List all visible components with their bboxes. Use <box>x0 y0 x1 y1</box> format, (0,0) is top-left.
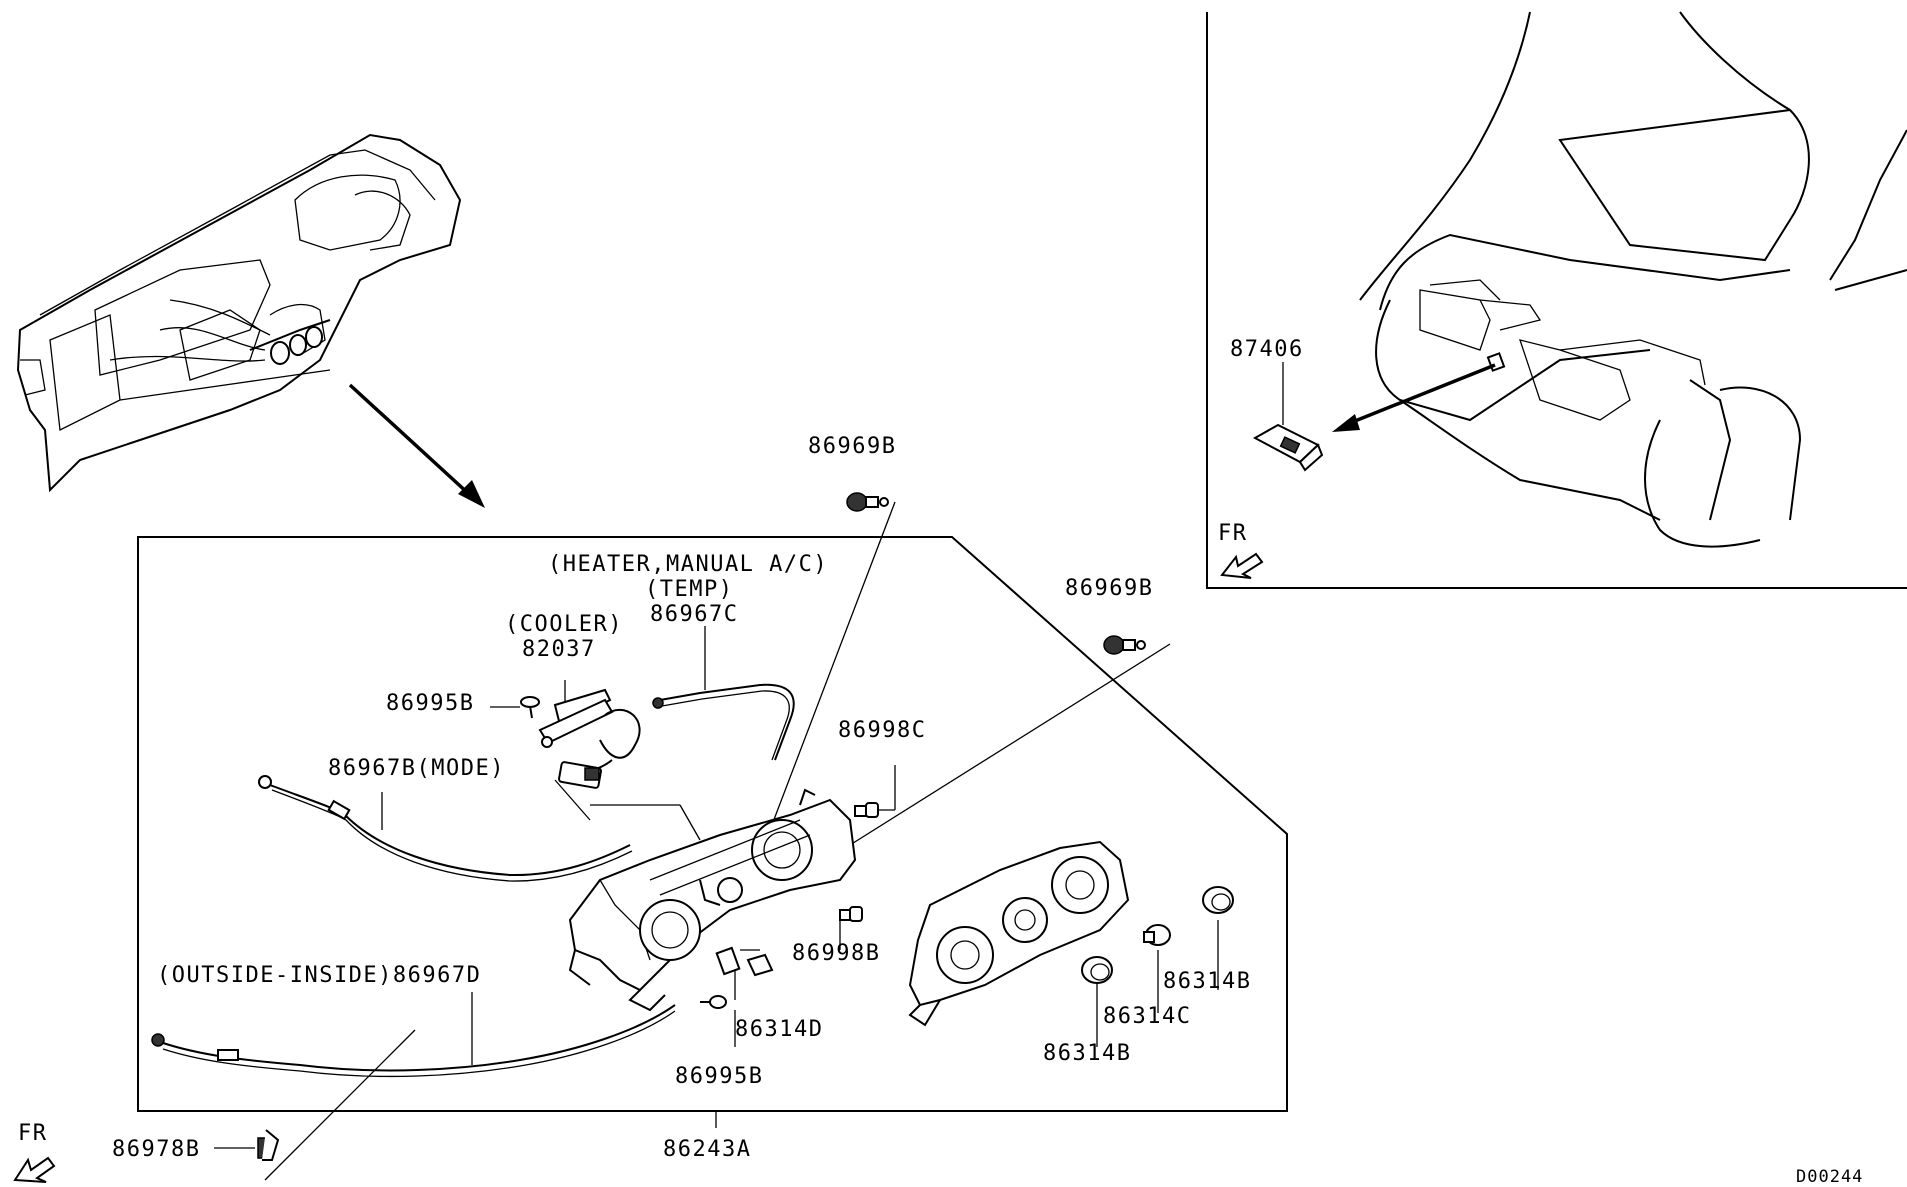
control-cables <box>151 683 795 1078</box>
diagram-code: D00244 <box>1796 1167 1863 1187</box>
label-86314C: 86314C <box>1103 1004 1191 1029</box>
label-86978B: 86978B <box>112 1137 200 1162</box>
knob-86314D <box>746 953 774 977</box>
dashboard-overview-illustration <box>16 133 485 508</box>
inset-frame <box>1206 12 1907 589</box>
clip-86969B-right <box>1103 635 1146 655</box>
inset-arrow-head-icon <box>1332 414 1360 432</box>
control-panel-face <box>908 840 1130 1027</box>
clip-86969B-top <box>846 492 889 512</box>
label-heater-manual-ac: (HEATER,MANUAL A/C) <box>548 552 828 577</box>
fr-arrow-icon <box>13 1156 56 1183</box>
label-fr-main: FR <box>18 1121 48 1146</box>
label-86314B-right: 86314B <box>1163 969 1251 994</box>
arrow-head-icon <box>458 480 485 508</box>
label-87406: 87406 <box>1230 337 1304 362</box>
label-86995B-top: 86995B <box>386 691 474 716</box>
fr-arrow-icon <box>1220 552 1264 579</box>
sensor-87406 <box>1252 423 1324 472</box>
leader-lines <box>214 501 1219 1181</box>
fr-direction-main <box>13 1156 56 1183</box>
label-86314B-bottom: 86314B <box>1043 1041 1131 1066</box>
knob-86314B-right <box>1202 886 1234 914</box>
label-86243A: 86243A <box>663 1137 751 1162</box>
label-outside-inside-86967D: (OUTSIDE-INSIDE)86967D <box>157 963 481 988</box>
main-detail-frame <box>137 536 1288 1112</box>
screw-86995B-top <box>520 696 540 719</box>
knob-86314B-bottom <box>1081 956 1113 984</box>
label-86998B: 86998B <box>792 941 880 966</box>
label-82037: 82037 <box>522 637 596 662</box>
fr-direction-inset <box>1220 552 1264 579</box>
label-temp: (TEMP) <box>645 577 733 602</box>
part-labels: 86969B (HEATER,MANUAL A/C) (TEMP) 86967C… <box>18 337 1863 1187</box>
label-86995B-bottom: 86995B <box>675 1064 763 1089</box>
inset-arrow <box>1344 363 1496 427</box>
label-86969B-right: 86969B <box>1065 576 1153 601</box>
screw-86995B-bottom <box>700 995 727 1009</box>
label-86314D: 86314D <box>735 1017 823 1042</box>
label-86967B-mode: 86967B(MODE) <box>328 756 505 781</box>
label-86967C: 86967C <box>650 602 738 627</box>
clip-86978B <box>257 1129 280 1161</box>
clip-86998C <box>854 802 879 818</box>
clip-86998B <box>839 906 863 922</box>
car-front-illustration <box>1252 11 1907 548</box>
label-fr-inset: FR <box>1218 521 1248 546</box>
label-86998C: 86998C <box>838 718 926 743</box>
label-86969B-top: 86969B <box>808 434 896 459</box>
detail-arrow <box>348 383 472 497</box>
control-base-assembly <box>568 788 857 1012</box>
cooler-switch-82037 <box>538 688 641 789</box>
knob-86314C <box>1143 924 1171 946</box>
label-cooler: (COOLER) <box>505 612 623 637</box>
